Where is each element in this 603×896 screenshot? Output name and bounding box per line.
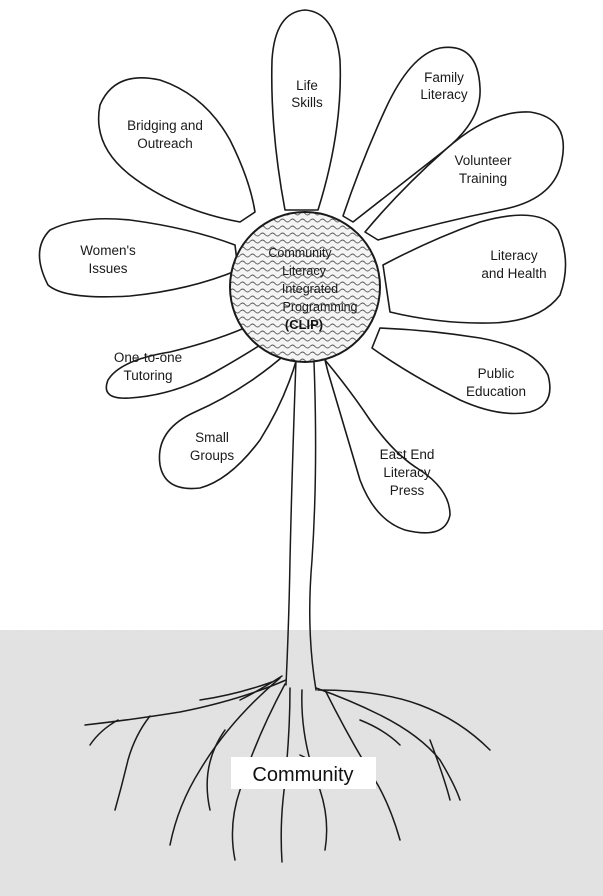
petal-label: and Health xyxy=(481,266,546,281)
petal-label: Groups xyxy=(190,448,235,463)
petal-label: Women's xyxy=(80,243,136,258)
petal-bridging-and-outreach: Bridging and Outreach xyxy=(99,78,255,222)
center-label-line: Literacy xyxy=(282,264,327,278)
center-acronym: (CLIP) xyxy=(285,317,323,332)
petal-label: Small xyxy=(195,430,229,445)
petal-label: Training xyxy=(459,171,507,186)
petal-label: Issues xyxy=(88,261,127,276)
center-label-line: Programming xyxy=(282,300,357,314)
petal-womens-issues: Women's Issues xyxy=(39,219,238,297)
center-label-line: Community xyxy=(268,246,332,260)
petal-label: Volunteer xyxy=(454,153,512,168)
petal-label: Outreach xyxy=(137,136,193,151)
petal-label: Life xyxy=(296,78,318,93)
petal-label: Bridging and xyxy=(127,118,203,133)
petal-east-end-literacy-press: East End Literacy Press xyxy=(325,360,450,533)
petal-label: Literacy xyxy=(420,87,468,102)
petal-label: Literacy xyxy=(490,248,538,263)
petal-label: Literacy xyxy=(383,465,431,480)
petal-label: East End xyxy=(380,447,435,462)
petal-label: Family xyxy=(424,70,464,85)
clip-center: Community Literacy Integrated Programmin… xyxy=(230,212,380,362)
ground-label: Community xyxy=(252,764,353,786)
petal-label: Skills xyxy=(291,95,323,110)
ground-label-group: Community xyxy=(231,757,376,789)
petal-label: One-to-one xyxy=(114,350,182,365)
petal-label: Press xyxy=(390,483,425,498)
petal-label: Education xyxy=(466,384,526,399)
petal-label: Public xyxy=(478,366,515,381)
petal-life-skills: Life Skills xyxy=(272,10,341,210)
petal-public-education: Public Education xyxy=(372,328,550,414)
center-label-line: Integrated xyxy=(282,282,338,296)
petal-label: Tutoring xyxy=(123,368,172,383)
